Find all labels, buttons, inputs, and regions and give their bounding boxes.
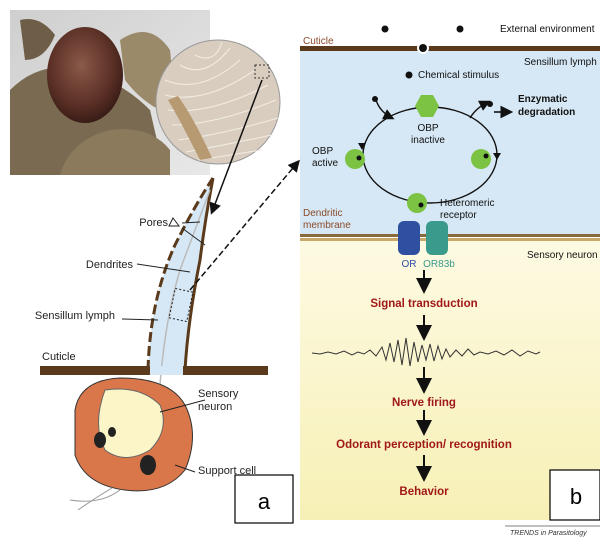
obp-active-left xyxy=(345,149,365,169)
cuticle-bar-b xyxy=(300,46,600,51)
label-obp-inactive-1: OBP xyxy=(417,123,438,134)
label-cuticle-a: Cuticle xyxy=(42,351,76,363)
label-odorant-perception: Odorant perception/ recognition xyxy=(336,439,512,451)
panel-letter-a: a xyxy=(258,489,271,514)
obp-active-right xyxy=(471,149,491,169)
obp-active-bottom xyxy=(407,193,427,213)
support-cell xyxy=(70,378,193,510)
label-sensillum-lymph-a: Sensillum lymph xyxy=(35,310,115,322)
label-enzymatic-1: Enzymatic xyxy=(518,94,568,105)
antenna-magnified-circle xyxy=(156,40,280,164)
receptor-or xyxy=(398,221,420,255)
label-sensory-neuron-a-1: Sensory xyxy=(198,388,239,400)
panel-b: External environment Cuticle Sensillum l… xyxy=(300,10,600,537)
label-behavior: Behavior xyxy=(399,486,449,498)
label-obp-active-2: active xyxy=(312,158,339,169)
label-heteromeric-2: receptor xyxy=(440,210,477,221)
label-or83b: OR83b xyxy=(423,259,455,270)
label-nerve-firing: Nerve firing xyxy=(392,397,456,409)
label-obp-inactive-2: inactive xyxy=(411,135,445,146)
label-obp-active-1: OBP xyxy=(312,146,333,157)
label-dendrites: Dendrites xyxy=(86,259,134,271)
label-pores: Pores xyxy=(139,217,168,229)
label-or: OR xyxy=(402,259,417,270)
panel-a: Pores Dendrites Sensillum lymph Cuticle … xyxy=(10,10,293,523)
fly-eye-icon xyxy=(47,27,123,123)
dendritic-membrane-line xyxy=(300,234,600,237)
label-external-environment: External environment xyxy=(500,24,595,35)
label-dendritic-2: membrane xyxy=(303,220,351,231)
panel-letter-b: b xyxy=(570,484,582,509)
label-sensory-neuron-a-2: neuron xyxy=(198,401,232,413)
pores-marker-icon xyxy=(169,218,179,226)
label-cuticle-b: Cuticle xyxy=(303,36,334,47)
label-dendritic-1: Dendritic xyxy=(303,208,342,219)
label-signal-transduction: Signal transduction xyxy=(370,298,477,310)
label-sensory-neuron-b: Sensory neuron xyxy=(527,250,598,261)
credit-text: TRENDS in Parasitology xyxy=(510,530,587,537)
label-heteromeric-1: Heteromeric xyxy=(440,198,494,209)
receptor-or83b xyxy=(426,221,448,255)
label-enzymatic-2: degradation xyxy=(518,107,575,118)
label-chemical-stimulus: Chemical stimulus xyxy=(418,70,499,81)
label-sensillum-lymph-b: Sensillum lymph xyxy=(524,57,597,68)
